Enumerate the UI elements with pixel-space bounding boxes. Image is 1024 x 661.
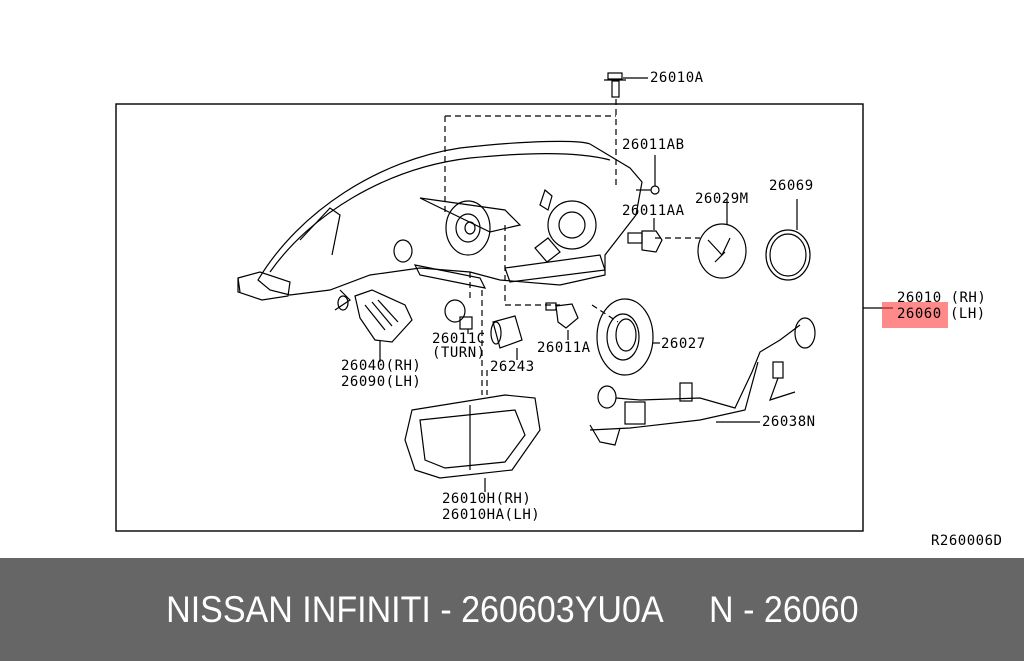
- wire-harness-part: [589, 317, 816, 446]
- highlighted-part-marker: [882, 302, 948, 328]
- part-number-title: NISSAN INFINITI - 260603YU0A N - 26060: [165, 588, 859, 630]
- seal-ring-part: [765, 199, 811, 281]
- label-bracket-lh[interactable]: 26090(LH): [341, 374, 422, 390]
- label-turn-note: (TURN): [432, 345, 486, 361]
- footer-banner: NISSAN INFINITI - 260603YU0A N - 26060: [0, 558, 1024, 661]
- label-clip-ab[interactable]: 26011AB: [622, 137, 685, 153]
- label-cover[interactable]: 26029M: [695, 191, 749, 207]
- label-assembly-lh-number[interactable]: 26060: [897, 306, 942, 322]
- label-seal-ring[interactable]: 26069: [769, 178, 814, 194]
- cover-part: [697, 199, 747, 279]
- lens-part: [404, 394, 541, 492]
- headlamp-exploded-drawing: [115, 72, 893, 532]
- label-turn-bulb[interactable]: 26011C: [432, 331, 486, 347]
- label-bulb-a[interactable]: 26011A: [537, 340, 591, 356]
- bracket-part: [354, 289, 413, 362]
- turn-bulb-icon: [444, 299, 473, 334]
- label-bulb-socket[interactable]: 26243: [490, 359, 535, 375]
- label-bracket-rh[interactable]: 26040(RH): [341, 358, 422, 374]
- bulb-a-icon: [545, 302, 579, 340]
- label-assembly-lh-side: (LH): [950, 306, 986, 322]
- label-bolt[interactable]: 26010A: [650, 70, 704, 86]
- label-assembly-rh[interactable]: 26010 (RH): [897, 290, 987, 306]
- grommet-part: [596, 298, 660, 376]
- bulb-socket-icon: [490, 315, 523, 360]
- headlamp-housing: [237, 140, 643, 311]
- parts-diagram: 26010A 26011AB 26011AA 26029M 26069 2601…: [115, 70, 1003, 549]
- label-grommet[interactable]: 26027: [661, 336, 706, 352]
- label-clip-aa[interactable]: 26011AA: [622, 203, 685, 219]
- label-harness[interactable]: 26038N: [762, 414, 816, 430]
- label-lens-rh[interactable]: 26010H(RH): [442, 491, 532, 507]
- label-lens-lh[interactable]: 26010HA(LH): [442, 507, 541, 523]
- bolt-icon: [604, 72, 648, 98]
- diagram-reference-code: R260006D: [931, 533, 1003, 549]
- bulb-icon: [627, 218, 663, 253]
